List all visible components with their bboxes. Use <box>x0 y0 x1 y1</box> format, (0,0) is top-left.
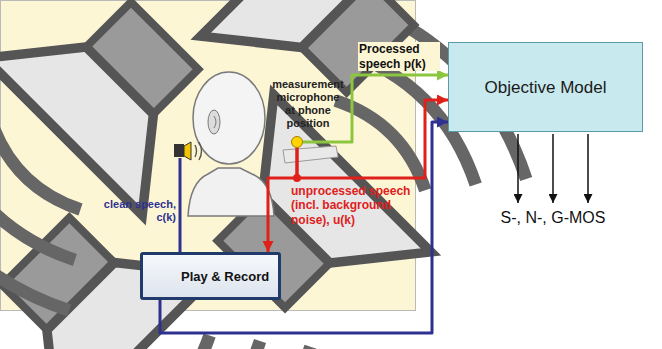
signal-label: unprocessed speech (incl. background noi… <box>290 184 416 227</box>
head-and-torso-simulator <box>188 72 274 216</box>
sound-wave <box>199 142 202 160</box>
signal-label: clean speech, c(k) <box>92 198 176 224</box>
sound-wave <box>195 145 197 157</box>
output-label: S-, N-, G-MOS <box>493 208 613 227</box>
loudspeaker <box>83 0 470 148</box>
mouth-simulator <box>174 142 202 160</box>
output-arrow <box>552 134 554 203</box>
mouth-speaker-cone <box>184 142 191 160</box>
measurement-microphone: measurement microphone at phone position <box>291 136 303 148</box>
objective-model-box: Objective Model <box>448 42 643 132</box>
mouth-speaker-body <box>174 144 184 157</box>
box-title: Play & Record <box>181 269 269 284</box>
play-record-box: Play & Record <box>140 252 281 300</box>
phone <box>283 146 338 163</box>
box-title: Objective Model <box>485 77 607 98</box>
output-arrows <box>518 134 588 203</box>
clean-speech-line <box>179 158 182 252</box>
microphone-label: measurement microphone at phone position <box>271 78 345 130</box>
ear-detail <box>214 116 216 128</box>
signal-label: Processed speech p(k) <box>358 42 440 71</box>
clean-reference-arrow <box>160 122 448 333</box>
head <box>193 72 265 164</box>
ear <box>208 110 220 134</box>
output-arrow <box>517 134 519 203</box>
output-arrow <box>587 134 589 203</box>
torso <box>188 168 274 216</box>
